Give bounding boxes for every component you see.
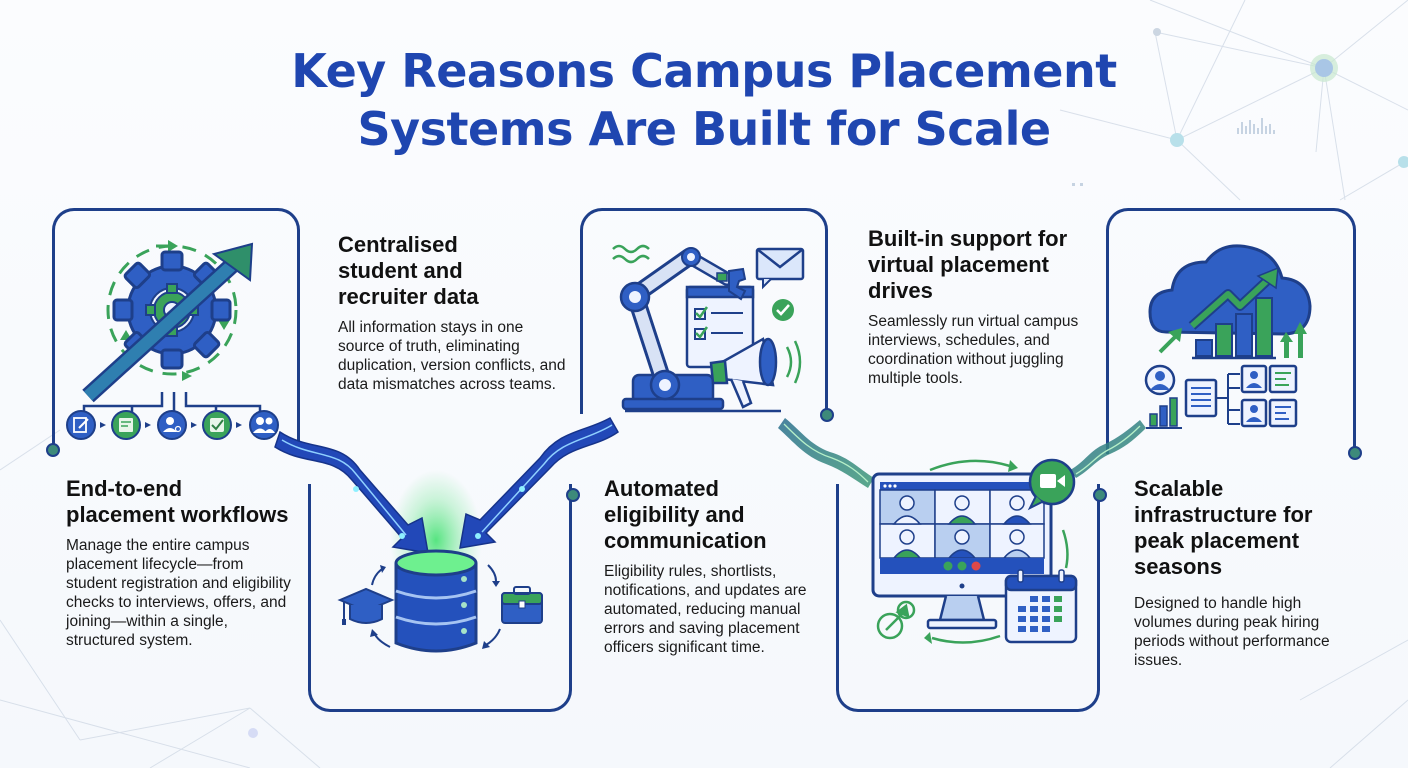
card-body: Eligibility rules, shortlists, notificat… xyxy=(604,563,807,656)
card-body: Seamlessly run virtual campus interviews… xyxy=(868,313,1079,387)
check-badge-icon xyxy=(772,299,794,321)
card-title: Built-in support for virtual placement d… xyxy=(868,226,1068,303)
checkmark-icon xyxy=(202,410,232,440)
frame-automation-illustration xyxy=(580,208,828,414)
card-body: Manage the entire campus placement lifec… xyxy=(66,537,291,649)
arrow-virtual-to-infra xyxy=(1070,420,1146,478)
bar-chart-icon xyxy=(1149,397,1178,427)
card-workflows: End-to-end placement workflows Manage th… xyxy=(66,476,296,650)
document-form-icon xyxy=(111,410,141,440)
frame-database-illustration xyxy=(308,484,572,712)
card-body: All information stays in one source of t… xyxy=(338,319,566,393)
users-group-icon xyxy=(249,410,279,440)
megaphone-icon xyxy=(709,337,802,409)
graduation-cap-icon xyxy=(337,587,395,625)
title-line-2: Systems Are Built for Scale xyxy=(357,102,1051,156)
connector-dot xyxy=(1093,488,1107,502)
card-body: Designed to handle high volumes during p… xyxy=(1134,595,1330,669)
frame-virtual-illustration xyxy=(836,484,1100,712)
workflow-steps-row xyxy=(66,408,286,442)
card-virtual-drives: Built-in support for virtual placement d… xyxy=(868,226,1098,388)
connector-dot xyxy=(46,443,60,457)
card-title: Automated eligibility and communication xyxy=(604,476,767,553)
connector-dot xyxy=(820,408,834,422)
frame-infra-illustration xyxy=(1106,208,1356,454)
arrow-right-to-database xyxy=(459,416,619,549)
card-centralised-data: Centralised student and recruiter data A… xyxy=(338,232,568,394)
title-line-1: Key Reasons Campus Placement xyxy=(291,44,1117,98)
envelope-icon xyxy=(755,247,805,290)
card-title: End-to-end placement workflows xyxy=(66,476,289,527)
user-avatar-icon xyxy=(1144,364,1176,396)
calendar-icon xyxy=(1004,569,1078,644)
card-title: Centralised student and recruiter data xyxy=(338,232,479,309)
form-edit-icon xyxy=(66,410,96,440)
briefcase-icon xyxy=(501,586,543,624)
frame-workflows-illustration xyxy=(52,208,300,448)
checklist-icon xyxy=(685,285,755,369)
database-icon xyxy=(337,549,543,653)
arrow-automation-to-virtual xyxy=(778,418,874,488)
page-title: Key Reasons Campus Placement Systems Are… xyxy=(0,42,1408,158)
user-search-icon xyxy=(157,410,187,440)
connector-dot xyxy=(1348,446,1362,460)
card-title: Scalable infrastructure for peak placeme… xyxy=(1134,476,1313,579)
list-document-icon xyxy=(1184,378,1218,418)
link-icon xyxy=(876,600,916,640)
profile-card-icon xyxy=(1240,364,1298,428)
video-conference-monitor-icon xyxy=(871,458,1078,644)
connector-dot xyxy=(566,488,580,502)
card-automation: Automated eligibility and communication … xyxy=(604,476,819,657)
robot-arm-icon xyxy=(612,244,805,413)
video-camera-icon xyxy=(1027,458,1076,511)
card-scalable-infra: Scalable infrastructure for peak placeme… xyxy=(1134,476,1354,670)
cloud-growth-chart-icon xyxy=(1144,244,1312,429)
